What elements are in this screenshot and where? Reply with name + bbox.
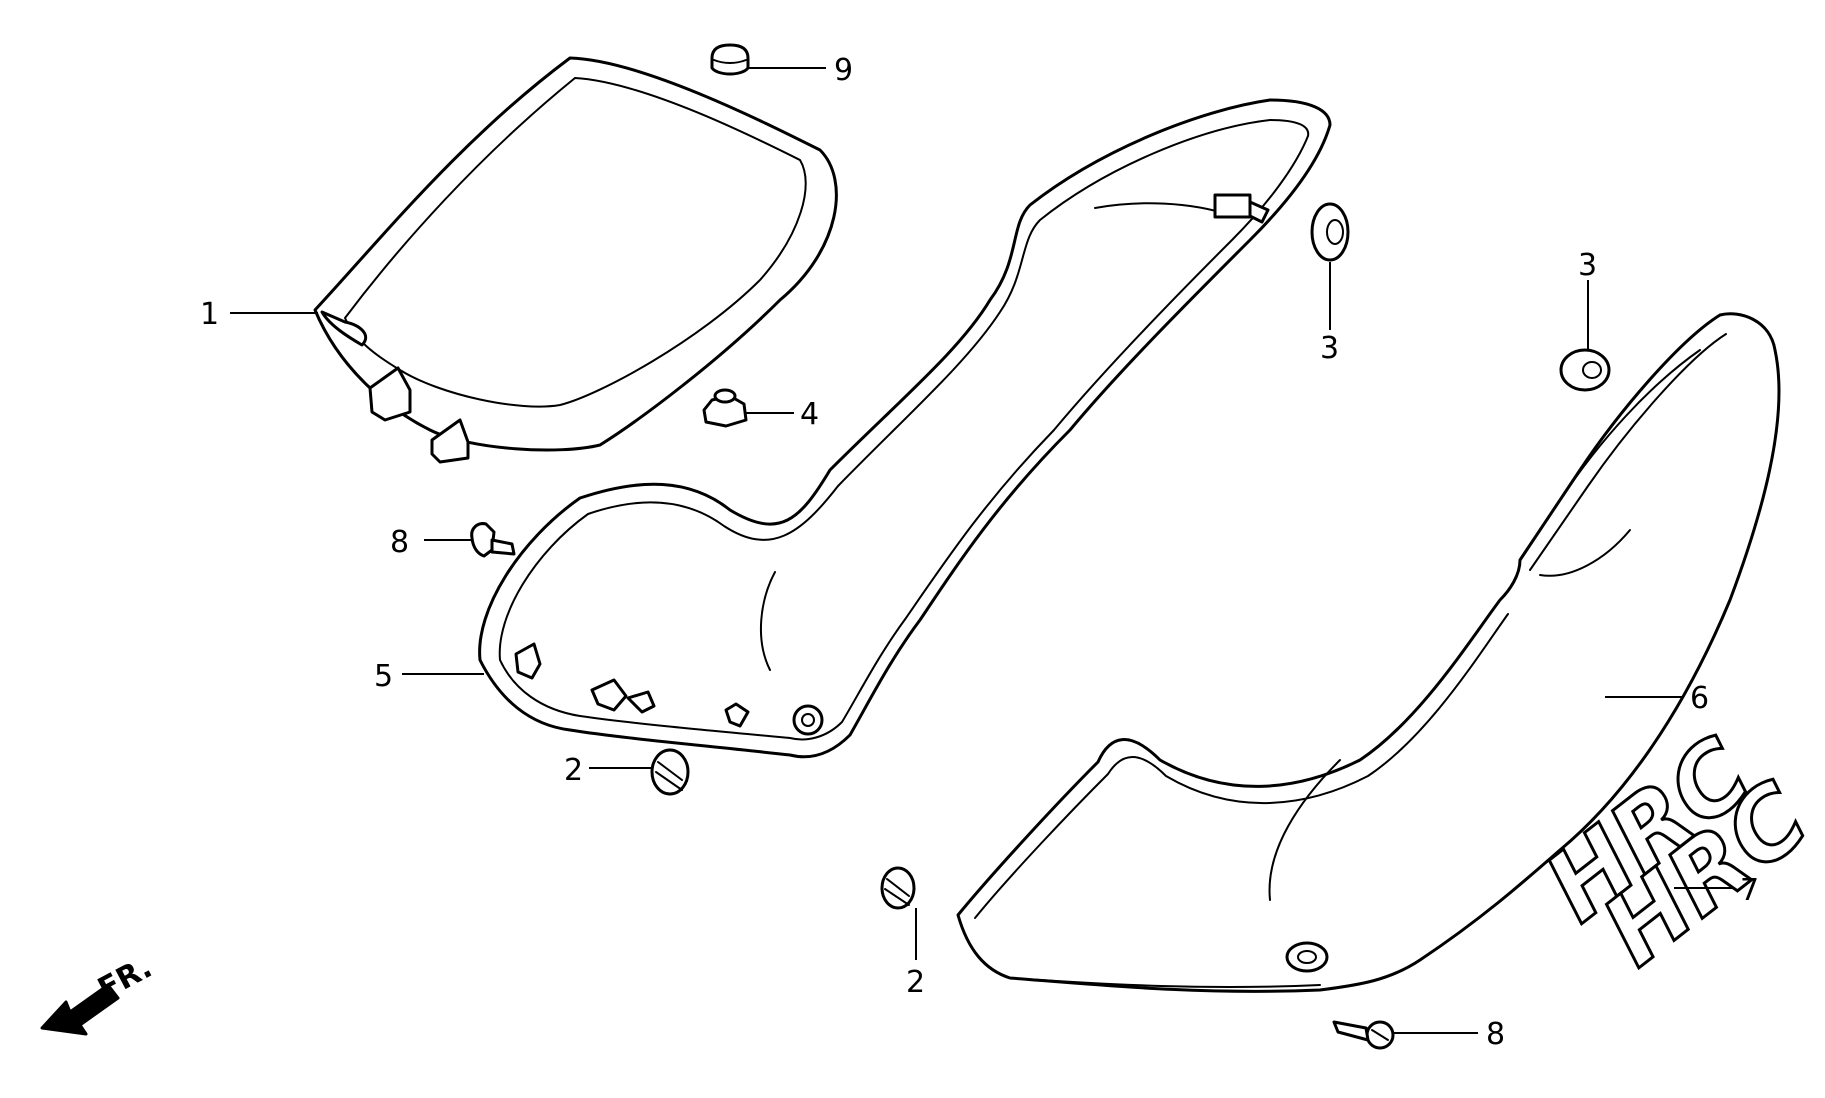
callout-seat: 1 [200,297,219,332]
leader-lines [230,67,1734,1034]
callout-cap-nut: 9 [834,53,853,88]
grommet-left-part [1310,202,1350,262]
callout-grommet-right: 3 [1578,248,1597,283]
rubber-right-part [880,866,916,910]
callout-left-side-cover: 5 [374,659,393,694]
callout-right-side-cover: 6 [1690,681,1709,716]
right-side-cover-part [956,312,1781,993]
callout-bolt-left: 8 [390,525,409,560]
cap-nut-part [710,43,750,76]
callout-rubber-right: 2 [906,965,925,1000]
seat-part [313,56,838,464]
callout-rubber-left: 2 [564,753,583,788]
callout-collar: 4 [800,397,819,432]
callouts: 1 9 4 8 5 2 3 3 6 7 2 8 [200,53,1759,1052]
front-arrow-icon [40,983,120,1036]
front-direction-marker: FR. [40,950,158,1036]
bolt-right-part [1332,1020,1395,1050]
grommet-right-part [1559,348,1611,392]
left-side-cover-part [478,98,1332,759]
callout-bolt-right: 8 [1486,1017,1505,1052]
rubber-left-part [650,748,690,796]
callout-grommet-left: 3 [1320,331,1339,366]
callout-emblem: 7 [1740,873,1759,908]
bolt-left-part [470,522,516,558]
collar-part [702,388,748,428]
